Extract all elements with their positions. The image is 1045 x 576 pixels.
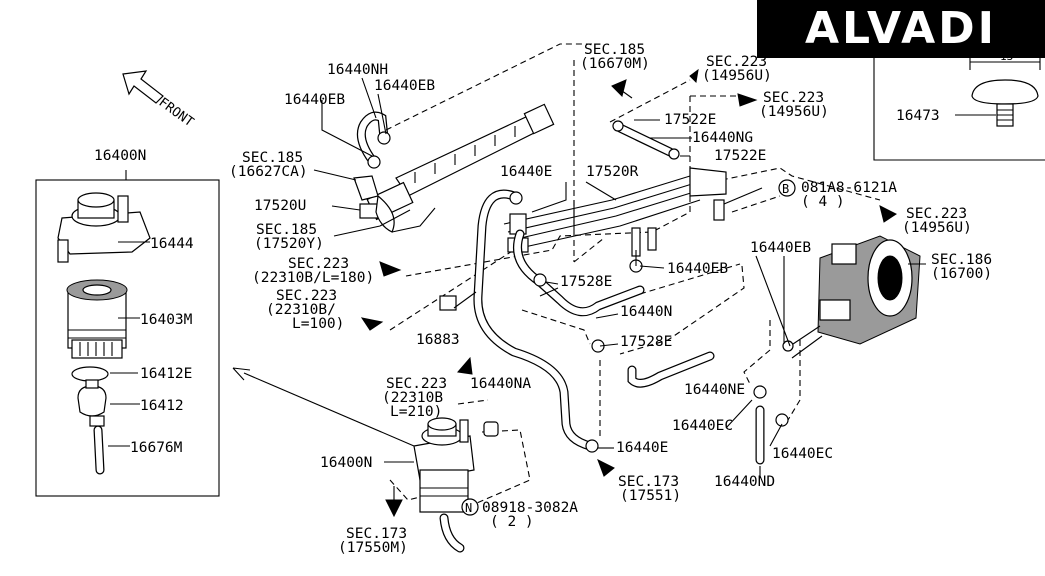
label-081a8-sub: ( 4 ): [801, 194, 845, 210]
pointer-arrow: [232, 367, 415, 447]
section-arrows: [360, 68, 897, 518]
injection-pump: [782, 235, 926, 359]
label-sec185-16670m: SEC.185: [584, 42, 645, 58]
front-label: FRONT: [156, 95, 197, 130]
label-sec173-17550m-sub: (17550M): [338, 540, 408, 556]
label-16400n-top: 16400N: [94, 148, 146, 164]
label-sec223-14956u-c: SEC.223: [906, 206, 967, 222]
label-sec223-14956u-b: SEC.223: [763, 90, 824, 106]
label-16440e-bot: 16440E: [616, 440, 668, 456]
badge-n: N: [461, 498, 479, 516]
fuel-filter-lower: [384, 417, 499, 553]
label-16440ec-a: 16440EC: [672, 418, 733, 434]
label-16676m: 16676M: [130, 440, 183, 456]
badge-b: B: [778, 179, 796, 197]
label-16440eb-c: 16440EB: [750, 240, 811, 256]
label-16440nh: 16440NH: [327, 62, 388, 78]
label-16440ne: 16440NE: [684, 382, 745, 398]
label-16883: 16883: [416, 332, 460, 348]
label-16440ng: 16440NG: [692, 130, 753, 146]
detail-inset: [873, 40, 1045, 161]
dashed-guides: [385, 43, 881, 507]
label-16412e: 16412E: [140, 366, 192, 382]
label-16400n-bot: 16400N: [320, 455, 372, 471]
label-16403m: 16403M: [140, 312, 193, 328]
label-sec173-17551: SEC.173: [618, 474, 679, 490]
label-sec185-16627ca: SEC.185: [242, 150, 303, 166]
hose-16440ng: [612, 119, 692, 160]
label-sec185-17520y: SEC.185: [256, 222, 317, 238]
label-16440eb-d: 16440EB: [667, 261, 728, 277]
hose-16440ne: [591, 339, 715, 388]
label-16412: 16412: [140, 398, 184, 414]
label-sec223-14956u-c-sub: (14956U): [902, 220, 972, 236]
label-16440eb-a: 16440EB: [284, 92, 345, 108]
hose-16440n: [513, 229, 645, 317]
label-16440n: 16440N: [620, 304, 672, 320]
label-16440nd: 16440ND: [714, 474, 775, 490]
label-17520r: 17520R: [586, 164, 639, 180]
label-17528e-b: 17528E: [620, 334, 672, 350]
label-sec223-22310b-180-sub: (22310B/L=180): [252, 270, 374, 286]
label-sec223-22310b-100: SEC.223: [276, 288, 337, 304]
label-sec223-22310b-210: SEC.223: [386, 376, 447, 392]
leader-lines: [313, 169, 791, 478]
label-16440e-top: 16440E: [500, 164, 552, 180]
label-08918-sub: ( 2 ): [490, 514, 534, 530]
label-sec223-22310b-180: SEC.223: [288, 256, 349, 272]
part-labels: FRONT 16440NH 16440EB 16440EB SEC.185 (1…: [94, 42, 1013, 556]
return-lines: [503, 167, 727, 257]
label-16473: 16473: [896, 108, 940, 124]
hose-16440nd: [753, 385, 789, 465]
label-081a8: 081A8-6121A: [801, 180, 897, 196]
fuel-rail: [353, 103, 555, 233]
label-17522e-a: 17522E: [664, 112, 716, 128]
label-17520u: 17520U: [254, 198, 306, 214]
label-sec223-14956u-b-sub: (14956U): [759, 104, 829, 120]
label-sec223-14956u-a: SEC.223: [706, 54, 767, 70]
label-sec185-16627ca-sub: (16627CA): [229, 164, 308, 180]
label-16440na: 16440NA: [470, 376, 531, 392]
label-sec223-22310b-100-sub2: L=100): [292, 316, 344, 332]
label-sec223-22310b-210-sub2: L=210): [390, 404, 442, 420]
label-sec185-17520y-sub: (17520Y): [254, 236, 324, 252]
label-sec223-14956u-a-sub: (14956U): [702, 68, 772, 84]
brand-logo-text: ALVADI: [804, 3, 998, 54]
label-17522e-b: 17522E: [714, 148, 766, 164]
label-sec186-sub: (16700): [931, 266, 992, 282]
label-sec173-17551-sub: (17551): [620, 488, 681, 504]
front-arrow: [122, 70, 164, 104]
filter-assembly-box: [35, 170, 220, 497]
label-sec186: SEC.186: [931, 252, 992, 268]
label-16440ec-b: 16440EC: [772, 446, 833, 462]
label-17528e-a: 17528E: [560, 274, 612, 290]
label-sec223-22310b-210-sub: (22310B: [382, 390, 443, 406]
badge-b-text: B: [782, 182, 789, 196]
brand-banner: [757, 0, 1045, 58]
label-sec223-22310b-100-sub: (22310B/: [266, 302, 336, 318]
label-16444: 16444: [150, 236, 194, 252]
hose-16440nh: [321, 77, 391, 169]
badge-n-text: N: [465, 501, 472, 515]
label-08918: 08918-3082A: [482, 500, 578, 516]
label-16440eb-b: 16440EB: [374, 78, 435, 94]
hose-16440na: [439, 189, 599, 453]
label-sec185-16670m-sub: (16670M): [580, 56, 650, 72]
label-sec173-17550m: SEC.173: [346, 526, 407, 542]
